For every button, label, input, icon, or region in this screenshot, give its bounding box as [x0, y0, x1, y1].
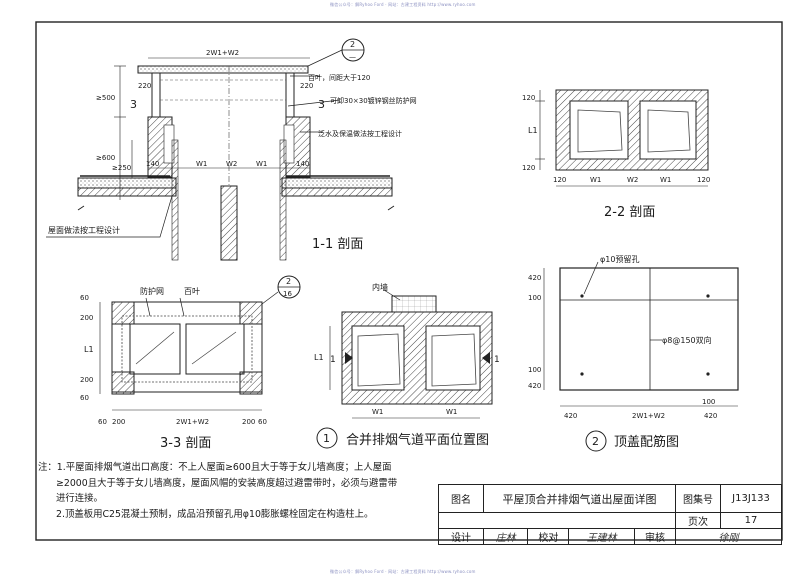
rebar-h420b: 420: [704, 412, 717, 420]
plan-view: [316, 289, 493, 449]
sec33-h60a: 60: [98, 418, 107, 426]
sec11-ann-louver: 百叶，间距大于120: [308, 73, 370, 82]
watermark-top: 微信公众号：解Ryhoo Ford · 网站：古建工程资料 http://www…: [330, 2, 476, 7]
sec22-bw1b: W1: [660, 176, 671, 184]
plan-mark1b: 1: [494, 355, 500, 365]
tb-label-review: 审核: [634, 528, 676, 545]
sec33-h200b: 200: [242, 418, 255, 426]
note-1a: 注：1.平屋面排烟气道出口高度：不上人屋面≥600且大于等于女儿墙高度；上人屋面: [38, 462, 392, 473]
general-notes: 注：1.平屋面排烟气道出口高度：不上人屋面≥600且大于等于女儿墙高度；上人屋面…: [38, 460, 436, 522]
tb-sig-design: 庄林: [482, 528, 529, 545]
sec22-bw1a: W1: [590, 176, 601, 184]
tb-atlas-no: J13J133: [720, 484, 782, 513]
rebar-plan: [543, 261, 739, 452]
sec11-mark3a: 3: [130, 98, 137, 111]
plan-title: 合并排烟气道平面位置图: [346, 432, 489, 448]
sec11-d140a: 140: [146, 160, 159, 168]
rebar-v100a: 100: [528, 294, 541, 302]
sec22-d120b: 120: [522, 164, 535, 172]
sec11-d220a: 220: [138, 82, 151, 90]
rebar-h2w: 2W1+W2: [632, 412, 665, 420]
sec22-l1: L1: [528, 126, 538, 135]
sec11-ann-roof: 屋面做法按工程设计: [48, 225, 120, 235]
sec11-d500: ≥500: [96, 94, 115, 102]
plan-l1: L1: [314, 353, 324, 362]
sec11-title: 1-1 剖面: [312, 237, 363, 252]
plan-mark1a: 1: [330, 355, 336, 365]
rebar-v420b: 420: [528, 382, 541, 390]
tb-label-atlas: 图集号: [675, 484, 721, 513]
sec22-bw2: W2: [627, 176, 638, 184]
watermark-bottom: 微信公众号：解Ryhoo Ford · 网站：古建工程资料 http://www…: [330, 569, 476, 574]
sec33-ann-mesh: 防护网: [140, 286, 164, 296]
sec33-v60b: 60: [80, 394, 89, 402]
rebar-h420a: 420: [564, 412, 577, 420]
rebar-num: 2: [592, 435, 599, 448]
sec11-w2: W2: [226, 160, 237, 168]
sec11-w1b: W1: [256, 160, 267, 168]
tb-sig-check: 王建林: [568, 528, 635, 545]
section-3-3: [99, 275, 301, 411]
rebar-h100: 100: [702, 398, 715, 406]
sec33-ann-louver: 百叶: [184, 287, 200, 296]
sec11-d250: ≥250: [112, 164, 131, 172]
plan-inner-wall: 内墙: [372, 282, 388, 292]
tb-label-name: 图名: [438, 484, 484, 513]
sec33-v200b: 200: [80, 376, 93, 384]
tb-label-design: 设计: [438, 528, 484, 545]
section-1-1: [46, 38, 395, 261]
sec11-w1a: W1: [196, 160, 207, 168]
sec33-vl1: L1: [84, 345, 94, 354]
sec22-b120b: 120: [697, 176, 710, 184]
sec33-ref-bot: 16: [283, 290, 292, 298]
tb-label-check: 校对: [527, 528, 570, 545]
sec33-v200t: 200: [80, 314, 93, 322]
rebar-rebar: φ8@150双向: [662, 335, 712, 345]
plan-num: 1: [323, 432, 330, 445]
rebar-v100b: 100: [528, 366, 541, 374]
sec33-title: 3-3 剖面: [160, 436, 211, 451]
sec11-dim-top: 2W1+W2: [206, 49, 239, 57]
note-2: 2.顶盖板用C25混凝土预制，成品沿预留孔用φ10膨胀螺栓固定在构造柱上。: [56, 508, 374, 520]
sec11-mark3b: 3: [318, 98, 325, 111]
sec33-h60b: 60: [258, 418, 267, 426]
tb-drawing-title: 平屋顶合并排烟气道出屋面详图: [483, 484, 676, 513]
sec33-ref-top: 2: [286, 277, 291, 286]
sec11-ann-flash: 泛水及保温做法按工程设计: [318, 129, 402, 138]
sheet-frame: [35, 21, 783, 541]
sec33-v60t: 60: [80, 294, 89, 302]
rebar-hole: φ10预留孔: [600, 254, 639, 264]
tb-page-no: 17: [720, 512, 782, 529]
sec22-b120a: 120: [553, 176, 566, 184]
tb-sig-review: 徐刚: [675, 528, 782, 545]
sec11-ref-bot: —: [349, 53, 356, 61]
sec11-d140b: 140: [296, 160, 309, 168]
sec33-h200a: 200: [112, 418, 125, 426]
plan-w1b: W1: [446, 408, 457, 416]
sec11-d600: ≥600: [96, 154, 115, 162]
rebar-v420a: 420: [528, 274, 541, 282]
sec11-d220b: 220: [300, 82, 313, 90]
section-2-2: [535, 89, 709, 187]
sec33-h2w: 2W1+W2: [176, 418, 209, 426]
rebar-title: 顶盖配筋图: [614, 434, 679, 450]
title-block: 图名 平屋顶合并排烟气道出屋面详图 图集号 J13J133 页次 17 设计 庄…: [438, 484, 782, 545]
sec11-ann-mesh: 可卸30×30镀锌钢丝防护网: [330, 96, 417, 105]
plan-w1a: W1: [372, 408, 383, 416]
sec11-ref-top: 2: [350, 40, 355, 49]
sec22-d120t: 120: [522, 94, 535, 102]
tb-label-page: 页次: [675, 512, 721, 529]
note-1b: ≥2000且大于等于女儿墙高度，屋面风帽的安装高度超过避雷带时，必须与避雷带: [56, 477, 398, 489]
note-1c: 进行连接。: [56, 493, 103, 504]
sec22-title: 2-2 剖面: [604, 205, 655, 220]
